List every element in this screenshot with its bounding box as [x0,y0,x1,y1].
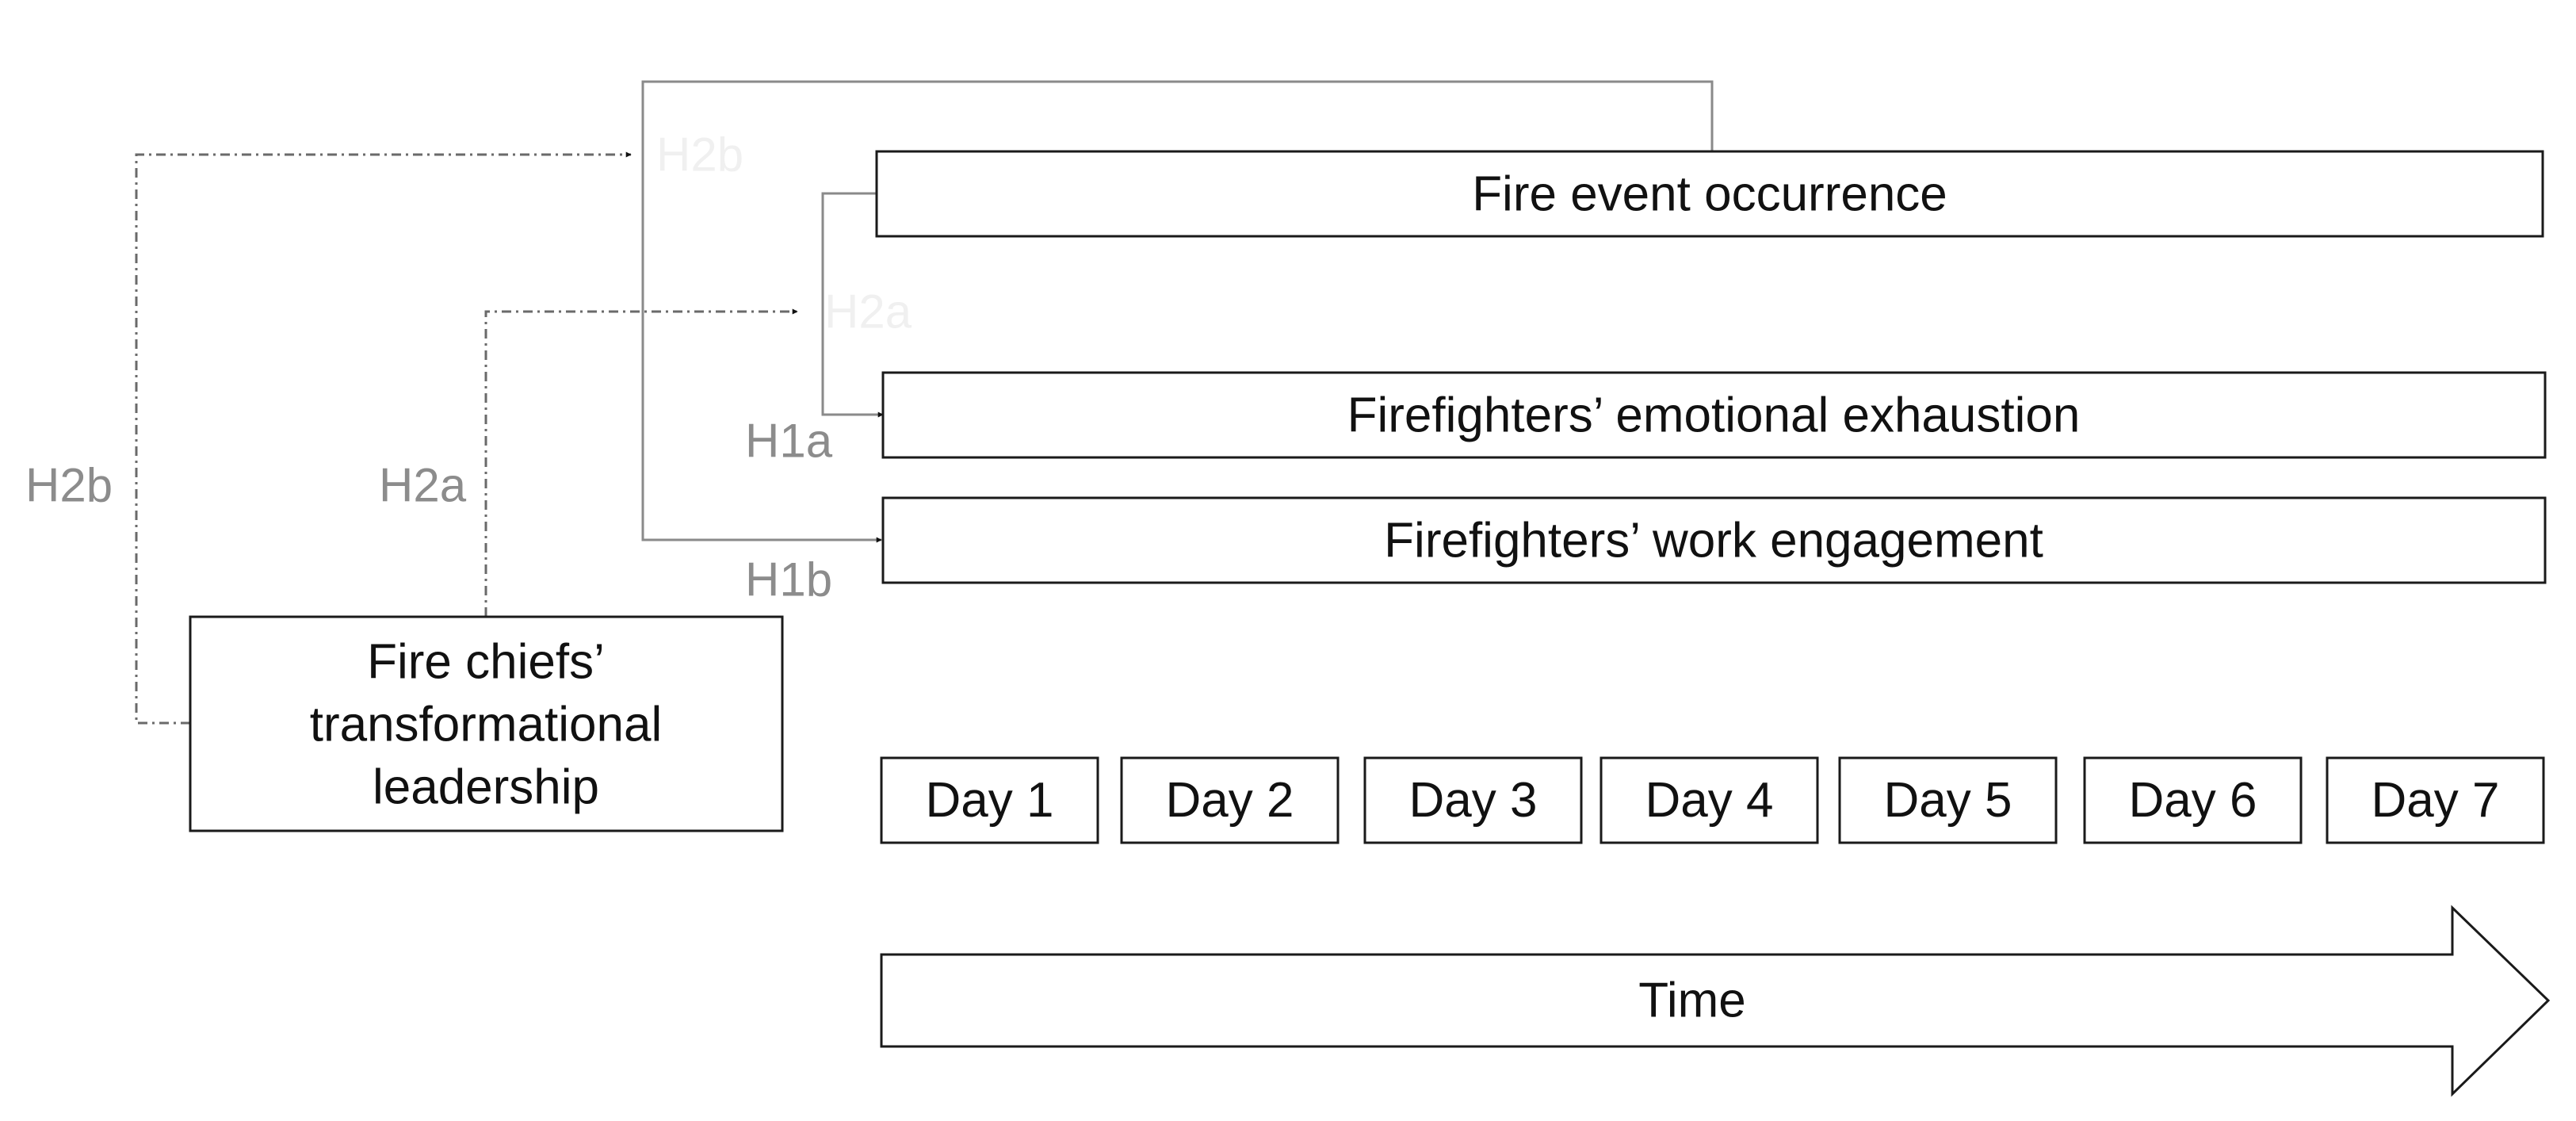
work-engagement-box: Firefighters’ work engagement [881,496,2547,584]
h1b-connector [641,80,1714,543]
emotional-exhaustion-label: Firefighters’ emotional exhaustion [1347,388,2081,443]
day-label: Day 6 [2129,773,2257,828]
day-box-7: Day 7 [2326,756,2545,844]
fire-event-box: Fire event occurrence [875,150,2544,238]
hypothesis-label-h2b: H2b [25,459,113,512]
emotional-exhaustion-box: Firefighters’ emotional exhaustion [881,371,2547,459]
day-label: Day 7 [2372,773,2500,828]
day-box-6: Day 6 [2083,756,2303,844]
day-label: Day 3 [1409,773,1538,828]
faint-hypothesis-label-h2b: H2b [656,128,743,182]
day-box-5: Day 5 [1838,756,2058,844]
day-box-4: Day 4 [1599,756,1819,844]
day-label: Day 1 [926,773,1054,828]
leadership-label-line-1: Fire chiefs’ [367,635,605,690]
h2a-connector [484,308,798,617]
time-arrow: Time [880,905,2551,1097]
day-boxes: Day 1 Day 2 Day 3 Day 4 Day 5 Day 6 Day 7 [880,756,2545,844]
work-engagement-label: Firefighters’ work engagement [1384,514,2043,568]
fire-event-label: Fire event occurrence [1472,167,1947,222]
leadership-label-line-2: transformational [310,698,663,752]
time-label: Time [1638,974,1745,1028]
h2b-connector [135,151,632,725]
leadership-label-line-3: leadership [373,760,599,815]
hypothesis-label-h1a: H1a [745,415,833,468]
leadership-box: Fire chiefs’ transformational leadership [189,615,784,832]
day-box-2: Day 2 [1120,756,1340,844]
hypothesis-label-h2a: H2a [379,459,467,512]
day-box-3: Day 3 [1363,756,1583,844]
day-label: Day 2 [1166,773,1294,828]
faint-hypothesis-label-h2a: H2a [824,285,912,339]
day-box-1: Day 1 [880,756,1099,844]
hypothesis-label-h1b: H1b [745,553,832,606]
day-label: Day 5 [1884,773,2012,828]
day-label: Day 4 [1645,773,1774,828]
h1a-connector [821,192,884,418]
